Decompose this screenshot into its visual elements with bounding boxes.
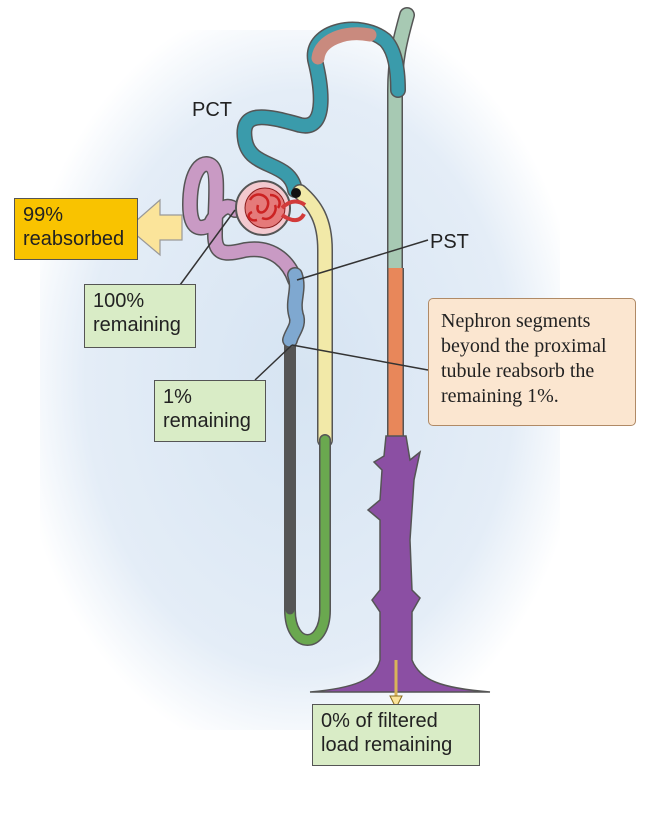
remaining-1-box: 1% remaining <box>154 380 266 442</box>
final-line-2: load remaining <box>321 734 453 756</box>
note-line-4: remaining 1%. <box>441 385 559 407</box>
background-glow <box>40 30 560 730</box>
proximal-convoluted-tubule <box>181 156 303 288</box>
note-leader-line <box>291 344 429 371</box>
final-line-1: 0% of filtered <box>321 710 438 732</box>
remaining-1-text: remaining <box>163 410 251 432</box>
glomerulus <box>235 180 307 236</box>
collecting-duct-mid <box>388 268 403 436</box>
reabsorbed-arrow <box>127 198 183 257</box>
remaining-100-box: 100% remaining <box>84 284 196 348</box>
remaining-100-percent: 100% <box>93 290 145 312</box>
note-box: Nephron segments beyond the proximal tub… <box>428 298 636 426</box>
reabsorbed-text: reabsorbed <box>23 228 125 250</box>
reabsorbed-box: 99% reabsorbed <box>14 198 138 260</box>
outflow-arrowhead <box>389 695 403 710</box>
note-line-2: beyond the proximal <box>441 335 607 357</box>
collecting-duct-lower <box>309 435 491 693</box>
distal-tubule <box>236 21 406 198</box>
pst-leader-line <box>296 239 429 281</box>
thick-ascending-limb <box>292 184 333 448</box>
reabsorbed-percent: 99% <box>23 204 64 226</box>
pst-label: PST <box>430 231 469 253</box>
proximal-straight-tubule <box>282 267 306 348</box>
note-line-3: tubule reabsorb the <box>441 360 595 382</box>
remaining-1-percent: 1% <box>163 386 192 408</box>
remaining-100-text: remaining <box>93 314 181 336</box>
final-remaining-box: 0% of filtered load remaining <box>312 704 480 766</box>
one-percent-leader-line <box>254 344 293 381</box>
pct-leader-line <box>179 209 236 286</box>
note-line-1: Nephron segments <box>441 310 591 332</box>
pct-label: PCT <box>192 99 232 121</box>
loop-of-henle <box>284 329 331 646</box>
